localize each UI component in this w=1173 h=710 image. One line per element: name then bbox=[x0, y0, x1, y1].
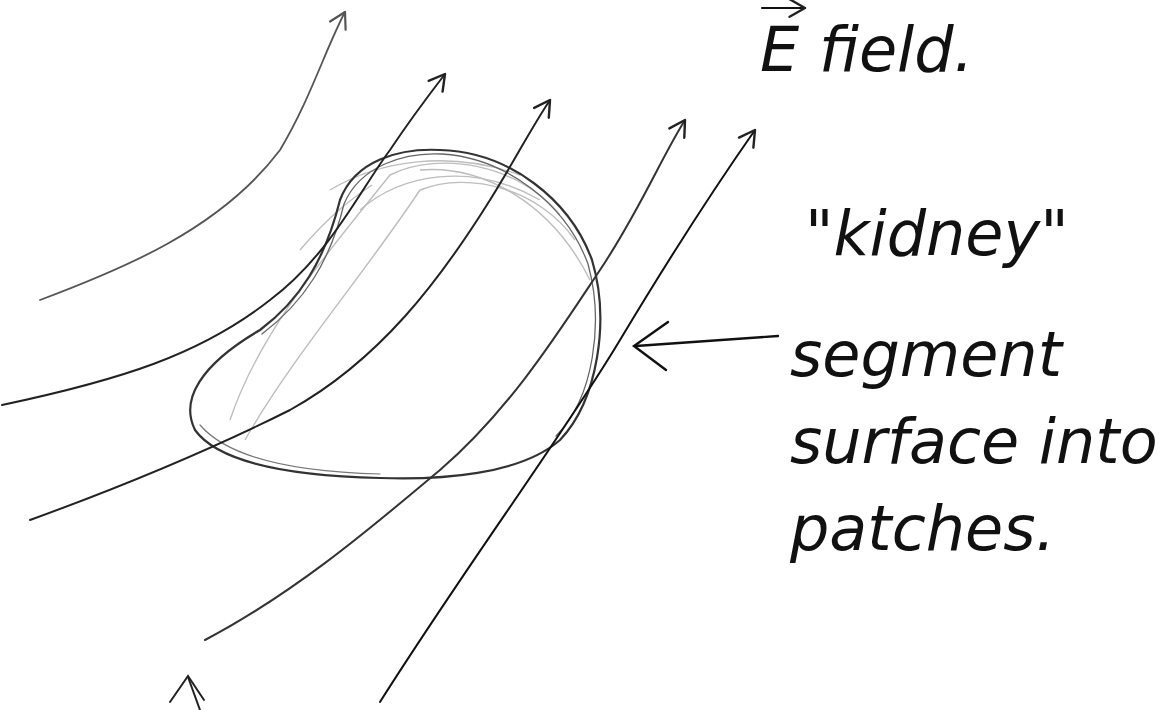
field-line bbox=[2, 74, 445, 405]
field-line bbox=[40, 12, 345, 300]
partial-arrow bbox=[170, 676, 204, 710]
kidney-shading bbox=[230, 161, 590, 440]
field-label: E field. bbox=[760, 14, 1160, 85]
kidney-label: "kidney" bbox=[805, 198, 1145, 269]
note-text: segment surface into patches. bbox=[790, 312, 1160, 572]
vector-arrow bbox=[762, 7, 805, 9]
field-lines bbox=[2, 12, 755, 702]
field-line bbox=[205, 120, 685, 640]
field-line bbox=[380, 130, 755, 702]
leader-arrow bbox=[634, 322, 778, 370]
field-line bbox=[30, 100, 550, 520]
